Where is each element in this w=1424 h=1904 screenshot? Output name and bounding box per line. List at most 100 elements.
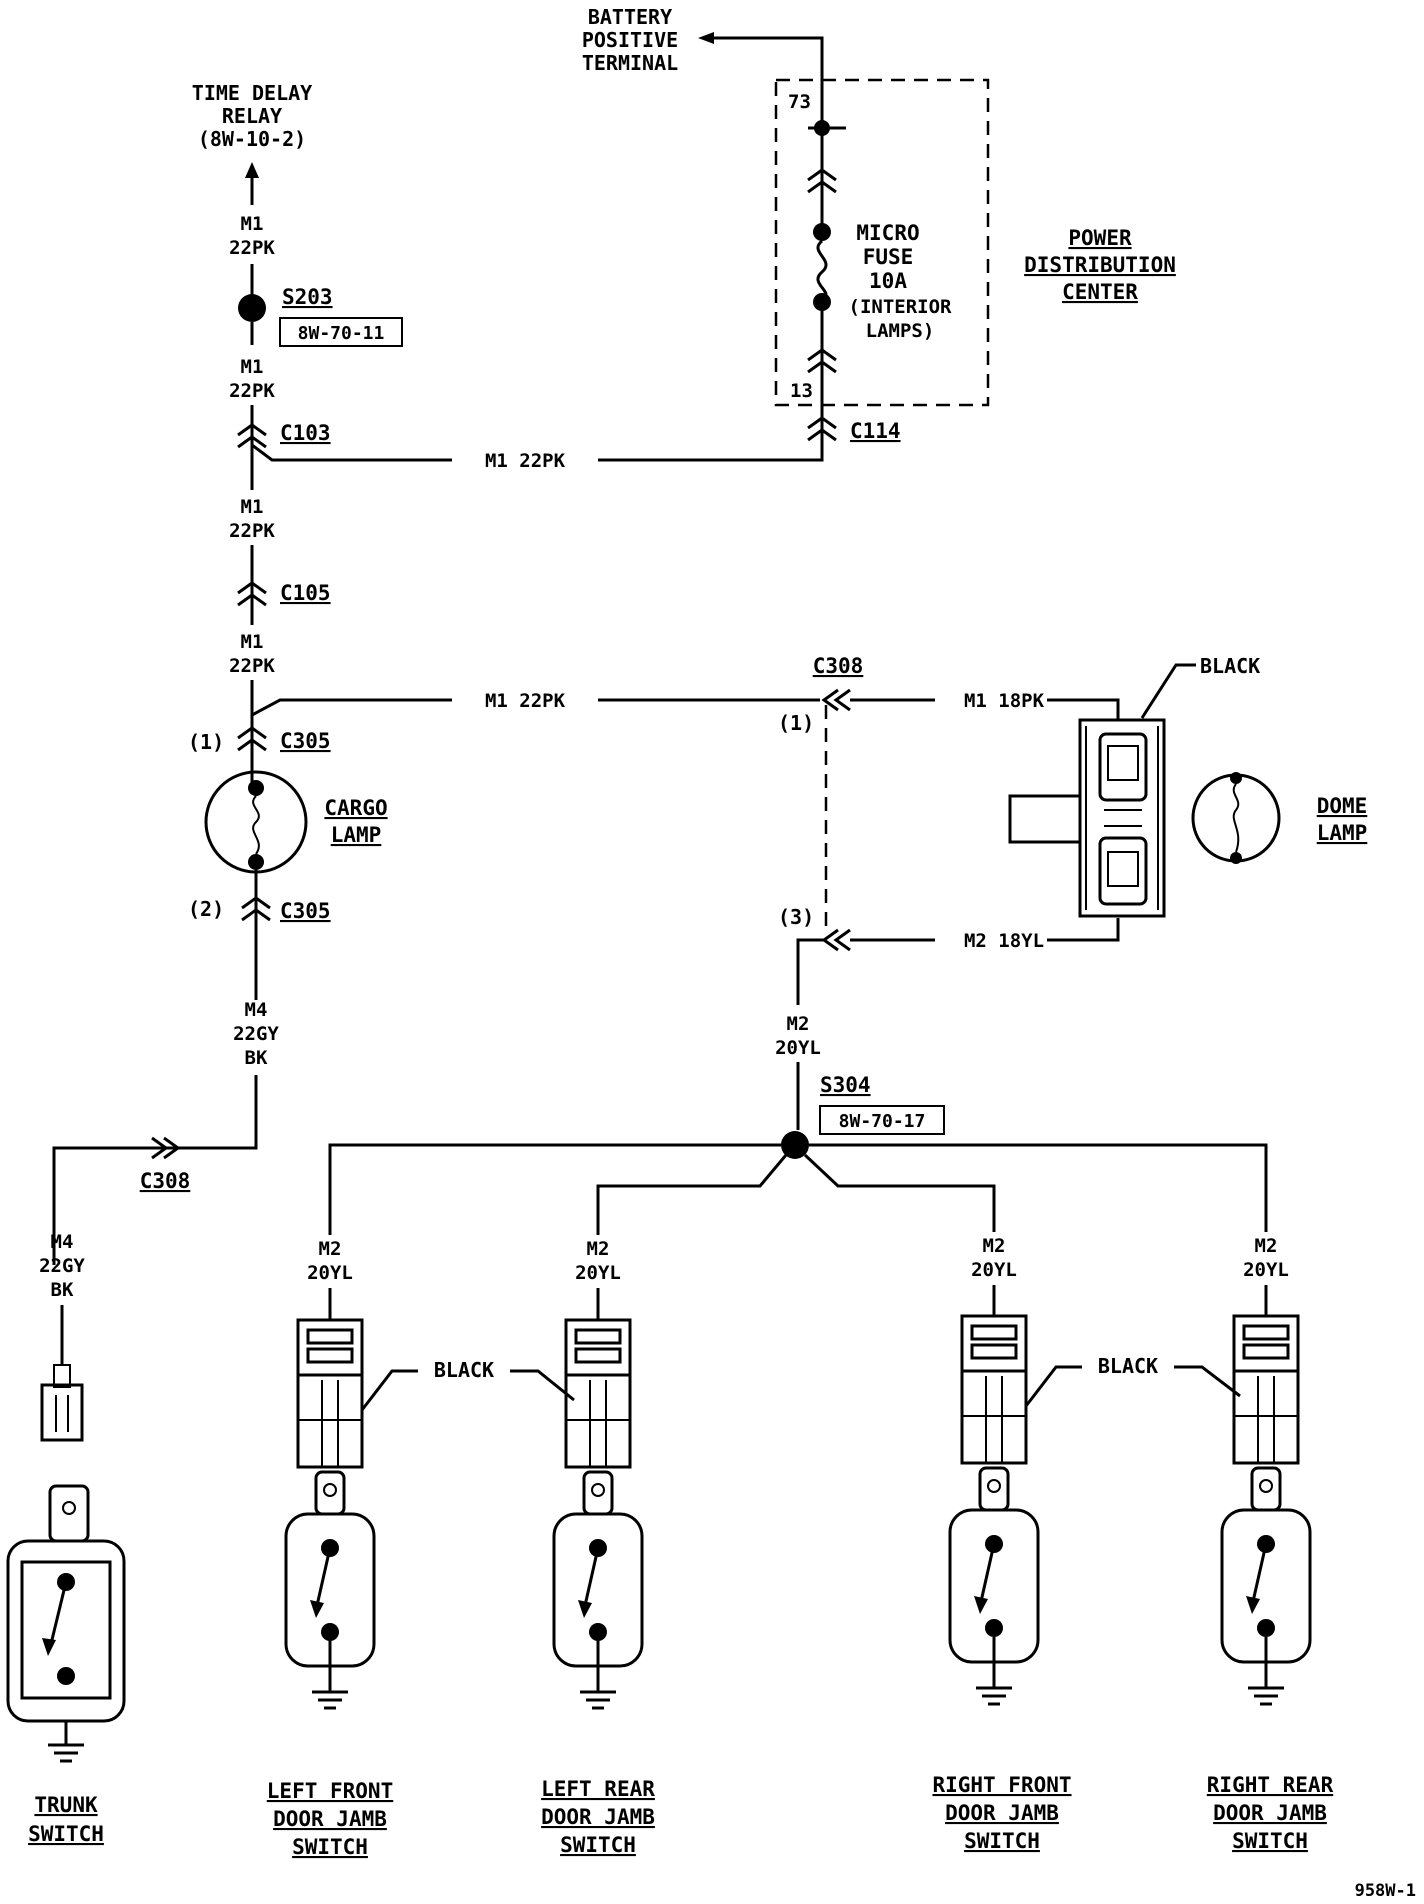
wire-label-m1-22pk-top: M1 22PK: [485, 450, 566, 472]
pdc-label-1: POWER: [1068, 226, 1132, 250]
tdr-arrow-icon: [245, 162, 259, 178]
splice-s203-ref-box: [279, 317, 403, 347]
wire-label: 22PK: [229, 655, 275, 677]
fuse-icon: [816, 239, 828, 302]
wire-label: BK: [245, 1047, 268, 1069]
fuse-label-2: FUSE: [863, 245, 914, 269]
fuse-terminal-top: [813, 223, 831, 241]
fuse-label-4: (INTERIOR: [849, 296, 953, 318]
connector-c305-bottom: C305: [280, 899, 331, 923]
pin-label: (2): [188, 897, 224, 921]
trunk-switch: [6, 1484, 126, 1763]
connector-c105: C105: [280, 581, 331, 605]
splice-s203: [238, 294, 266, 322]
connector-c308-left: C308: [140, 1169, 191, 1193]
pdc-label-2: DISTRIBUTION: [1024, 253, 1176, 277]
dome-lamp-label-2: LAMP: [1317, 821, 1368, 845]
wire-label: M2: [319, 1238, 342, 1260]
wire-label: M1: [241, 356, 264, 378]
connector-c305-top: C305: [280, 729, 331, 753]
pdc-cavity-13: 13: [790, 380, 813, 402]
wire-label: BK: [51, 1279, 74, 1301]
left-front-jamb-switch: [284, 1318, 376, 1710]
right-front-switch-label-1: RIGHT FRONT: [932, 1773, 1071, 1797]
fuse-terminal-bottom: [813, 293, 831, 311]
right-front-jamb-switch: [948, 1314, 1040, 1706]
black-label-right: BLACK: [1098, 1354, 1158, 1378]
wire-label-m1-18pk: M1 18PK: [964, 690, 1045, 712]
wire-label: M4: [51, 1231, 74, 1253]
right-rear-switch-label-1: RIGHT REAR: [1207, 1773, 1334, 1797]
wire-label-m1-22pk-mid: M1 22PK: [485, 690, 566, 712]
left-rear-switch-label-1: LEFT REAR: [541, 1777, 655, 1801]
black-label-left: BLACK: [434, 1358, 494, 1382]
left-rear-switch-label-2: DOOR JAMB: [541, 1805, 655, 1829]
wire-label: M2: [1255, 1235, 1278, 1257]
wire-label: M1: [241, 213, 264, 235]
wire-label: M1: [241, 631, 264, 653]
wire-label: 20YL: [971, 1259, 1017, 1281]
wire-label: 22PK: [229, 520, 275, 542]
wire-label-m2-18yl: M2 18YL: [964, 930, 1044, 952]
pdc-cavity-73: 73: [788, 91, 811, 113]
wire-label: M2: [983, 1235, 1006, 1257]
left-rear-jamb-switch: [552, 1318, 644, 1710]
pdc-box: [774, 78, 990, 407]
pin-label: (1): [188, 730, 224, 754]
left-rear-switch-label-3: SWITCH: [560, 1833, 636, 1857]
pin-label: (1): [778, 711, 814, 735]
right-front-switch-label-3: SWITCH: [964, 1829, 1040, 1853]
left-front-switch-label-2: DOOR JAMB: [273, 1807, 387, 1831]
splice-s304-ref-box: [819, 1105, 945, 1135]
wire-label: 20YL: [307, 1262, 353, 1284]
splice-s304: [781, 1131, 809, 1159]
wire-label: M2: [787, 1013, 810, 1035]
connector-c308-top: C308: [813, 654, 864, 678]
connector-c103: C103: [280, 421, 331, 445]
battery-label-1: BATTERY: [588, 5, 672, 29]
left-front-switch-label-1: LEFT FRONT: [267, 1779, 393, 1803]
wire-label: 20YL: [575, 1262, 621, 1284]
splice-s304-label: S304: [820, 1073, 871, 1097]
right-rear-switch-label-2: DOOR JAMB: [1213, 1801, 1327, 1825]
wire-label: 20YL: [775, 1037, 821, 1059]
connector-c114: C114: [850, 419, 901, 443]
fuse-label-3: 10A: [869, 269, 907, 293]
left-front-switch-label-3: SWITCH: [292, 1835, 368, 1859]
tdr-label-1: TIME DELAY: [192, 81, 312, 105]
battery-label-2: POSITIVE: [582, 28, 678, 52]
right-rear-jamb-switch: [1220, 1314, 1312, 1706]
battery-label-3: TERMINAL: [582, 51, 678, 75]
trunk-switch-label-2: SWITCH: [28, 1822, 104, 1846]
cargo-lamp-label-1: CARGO: [324, 796, 387, 820]
splice-s203-label: S203: [282, 285, 333, 309]
wire-label: 22GY: [39, 1255, 85, 1277]
trunk-switch-label-1: TRUNK: [34, 1793, 98, 1817]
wire-label: 22PK: [229, 237, 275, 259]
fuse-label-5: LAMPS): [866, 320, 935, 342]
dome-lamp-connector: [1008, 718, 1166, 918]
wire-label: M4: [245, 999, 268, 1021]
fuse-label-1: MICRO: [856, 221, 919, 245]
battery-arrow-icon: [698, 32, 714, 44]
pin-label: (3): [778, 905, 814, 929]
dome-black-label: BLACK: [1200, 654, 1260, 678]
right-rear-switch-label-3: SWITCH: [1232, 1829, 1308, 1853]
figure-id: 958W-1: [1355, 1881, 1416, 1901]
tdr-label-2: RELAY: [222, 104, 282, 128]
wire-label: M2: [587, 1238, 610, 1260]
pdc-label-3: CENTER: [1062, 280, 1138, 304]
splice-s304-ref: 8W-70-17: [839, 1111, 926, 1132]
wire-label: 22PK: [229, 380, 275, 402]
tdr-label-3: (8W-10-2): [198, 127, 306, 151]
wire-label: M1: [241, 496, 264, 518]
cargo-lamp-label-2: LAMP: [331, 823, 382, 847]
splice-s203-ref: 8W-70-11: [298, 323, 385, 344]
right-front-switch-label-2: DOOR JAMB: [945, 1801, 1059, 1825]
dome-lamp-label-1: DOME: [1317, 794, 1368, 818]
dome-lamp-icon: [1191, 773, 1281, 863]
wire-label: 22GY: [233, 1023, 279, 1045]
wire-label: 20YL: [1243, 1259, 1289, 1281]
